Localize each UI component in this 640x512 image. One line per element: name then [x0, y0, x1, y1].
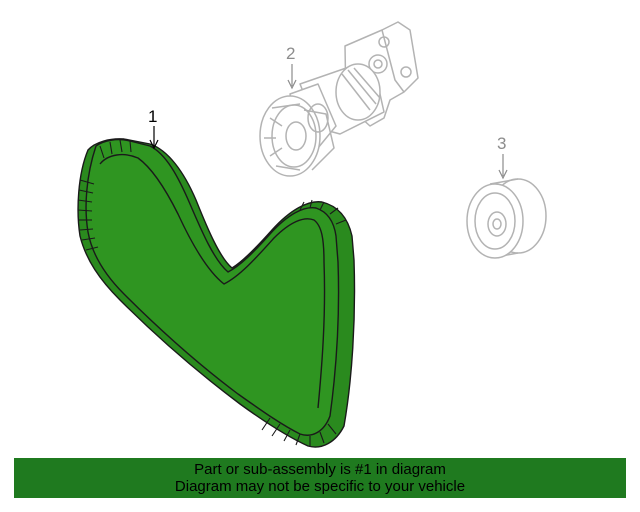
callout-2: 2	[286, 44, 297, 90]
callout-number-3: 3	[497, 134, 506, 153]
callout-1: 1	[148, 107, 159, 150]
callout-number-2: 2	[286, 44, 295, 63]
callout-arrowhead-2	[287, 79, 297, 90]
banner-line-1: Part or sub-assembly is #1 in diagram	[194, 461, 446, 478]
callout-3: 3	[497, 134, 508, 180]
info-banner: Part or sub-assembly is #1 in diagram Di…	[14, 458, 626, 498]
tensioner-part[interactable]	[259, 21, 419, 177]
banner-line-2: Diagram may not be specific to your vehi…	[174, 478, 466, 495]
idler-pulley-part[interactable]	[466, 178, 547, 259]
serpentine-belt-part[interactable]	[77, 138, 356, 448]
callout-arrowhead-1	[149, 139, 159, 150]
callout-arrowhead-3	[498, 169, 508, 180]
callout-number-1: 1	[148, 107, 157, 126]
